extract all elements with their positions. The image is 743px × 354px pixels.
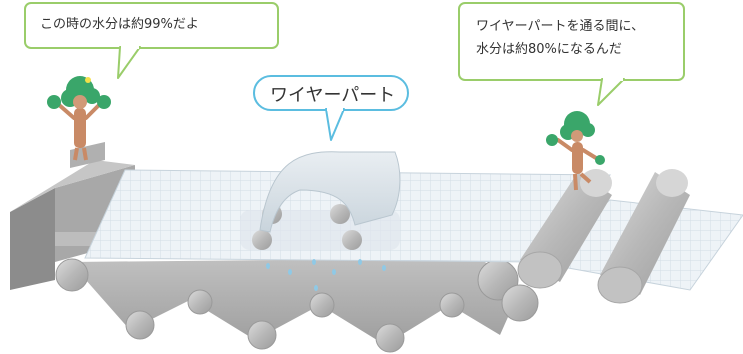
speech-bubble-right [458, 2, 685, 106]
speech-bubble-left [24, 2, 279, 79]
water-drop-icon [314, 285, 318, 291]
tree-character-icon [47, 76, 111, 161]
paper-sheet [259, 151, 401, 233]
water-drop-icon [358, 259, 362, 265]
lower-rollers [55, 258, 539, 353]
water-drop-icon [312, 259, 316, 265]
left-bubble-text: この時の水分は約99%だよ [40, 17, 199, 32]
water-drop-icon [332, 269, 336, 275]
water-drops [266, 259, 386, 291]
speech-bubble-center [253, 75, 409, 141]
water-drop-icon [382, 265, 386, 271]
right-bubble-line2: 水分は約80%になるんだ [476, 42, 622, 57]
right-bubble-line1: ワイヤーパートを通る間に、 [476, 19, 645, 34]
tree-character-icon [546, 111, 605, 191]
right-rollers [517, 169, 690, 304]
wire-part-label: ワイヤーパート [270, 85, 396, 106]
water-drop-icon [266, 263, 270, 269]
lower-belt [70, 258, 520, 345]
water-drop-icon [288, 269, 292, 275]
